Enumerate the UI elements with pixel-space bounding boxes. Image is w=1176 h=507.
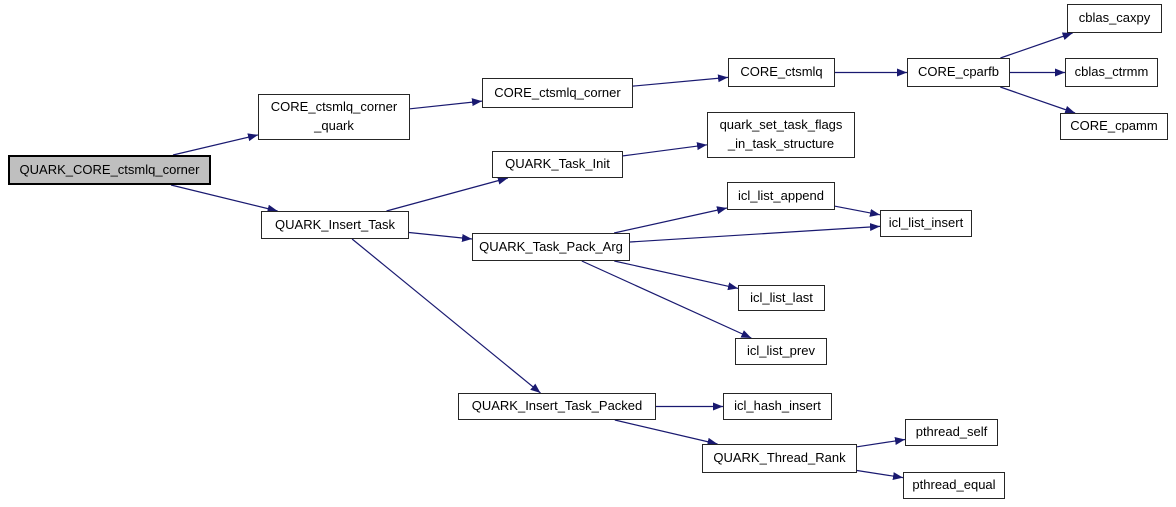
edge-icl-list-append-to-icl-list-insert xyxy=(834,205,881,217)
node-cblas-caxpy[interactable]: cblas_caxpy xyxy=(1067,4,1162,33)
edge-quark-task-pack-arg-to-icl-list-prev xyxy=(581,260,752,339)
node-cblas-ctrmm[interactable]: cblas_ctrmm xyxy=(1065,58,1158,87)
node-quark-task-pack-arg[interactable]: QUARK_Task_Pack_Arg xyxy=(472,233,630,261)
node-core-ctsmlq[interactable]: CORE_ctsmlq xyxy=(728,58,835,87)
edge-quark-core-ctsmlq-corner-to-quark-insert-task xyxy=(170,184,278,213)
node-quark-thread-rank[interactable]: QUARK_Thread_Rank xyxy=(702,444,857,473)
edge-quark-thread-rank-to-pthread-equal xyxy=(856,469,904,481)
node-core-cpamm[interactable]: CORE_cpamm xyxy=(1060,113,1168,140)
edge-quark-task-init-to-quark-set-task-flags-in-task-structure xyxy=(622,142,708,157)
edge-quark-core-ctsmlq-corner-to-core-ctsmlq-corner-quark xyxy=(172,133,259,156)
node-pthread-self[interactable]: pthread_self xyxy=(905,419,998,446)
node-pthread-equal[interactable]: pthread_equal xyxy=(903,472,1005,499)
node-icl-list-insert[interactable]: icl_list_insert xyxy=(880,210,972,237)
node-quark-core-ctsmlq-corner: QUARK_CORE_ctsmlq_corner xyxy=(8,155,211,185)
edge-quark-insert-task-to-quark-task-init xyxy=(386,176,509,212)
edge-quark-insert-task-packed-to-quark-thread-rank xyxy=(614,419,718,446)
node-quark-task-init[interactable]: QUARK_Task_Init xyxy=(492,151,623,178)
edge-quark-thread-rank-to-pthread-self xyxy=(856,437,906,448)
edge-core-cparfb-to-cblas-caxpy xyxy=(1000,32,1073,59)
edge-quark-task-pack-arg-to-icl-list-insert xyxy=(629,223,881,243)
edge-core-ctsmlq-corner-to-core-ctsmlq xyxy=(632,74,729,87)
node-core-cparfb[interactable]: CORE_cparfb xyxy=(907,58,1010,87)
node-quark-insert-task[interactable]: QUARK_Insert_Task xyxy=(261,211,409,239)
edge-quark-task-pack-arg-to-icl-list-last xyxy=(614,260,739,291)
edge-quark-insert-task-to-quark-insert-task-packed xyxy=(351,238,541,394)
node-icl-list-prev[interactable]: icl_list_prev xyxy=(735,338,827,365)
edge-quark-task-pack-arg-to-icl-list-append xyxy=(613,206,728,234)
node-core-ctsmlq-corner-quark[interactable]: CORE_ctsmlq_corner _quark xyxy=(258,94,410,140)
node-icl-list-last[interactable]: icl_list_last xyxy=(738,285,825,311)
edge-core-cparfb-to-core-cpamm xyxy=(1000,86,1076,114)
node-icl-list-append[interactable]: icl_list_append xyxy=(727,182,835,210)
node-core-ctsmlq-corner[interactable]: CORE_ctsmlq_corner xyxy=(482,78,633,108)
node-icl-hash-insert[interactable]: icl_hash_insert xyxy=(723,393,832,420)
node-quark-set-task-flags-in-task-structure[interactable]: quark_set_task_flags _in_task_structure xyxy=(707,112,855,158)
edge-core-ctsmlq-corner-quark-to-core-ctsmlq-corner xyxy=(409,98,483,110)
node-quark-insert-task-packed[interactable]: QUARK_Insert_Task_Packed xyxy=(458,393,656,420)
edge-quark-insert-task-to-quark-task-pack-arg xyxy=(408,231,473,242)
